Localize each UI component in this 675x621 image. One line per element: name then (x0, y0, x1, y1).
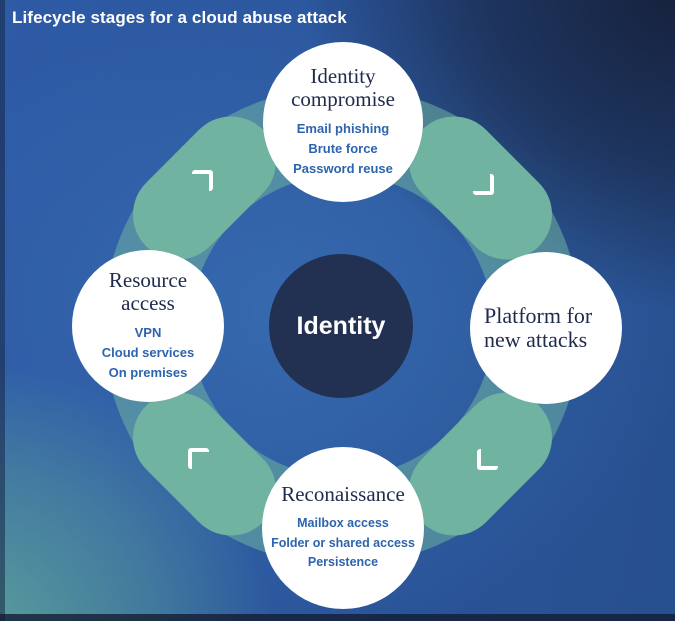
chevron-se-icon (473, 174, 494, 195)
stage-items: VPN Cloud services On premises (102, 323, 195, 383)
stage-item: Persistence (307, 555, 379, 570)
slide-edge-left (0, 0, 5, 621)
stage-title: Reconaissance (281, 482, 405, 507)
stage-title: Identity compromise (291, 63, 395, 111)
stage-circle-resource-access: Resource access VPN Cloud services On pr… (72, 250, 224, 402)
stage-item: On premises (108, 365, 188, 381)
stage-item: Mailbox access (297, 516, 389, 531)
stage-item: Password reuse (293, 161, 393, 177)
stage-item: VPN (134, 324, 162, 340)
stage-circle-identity-compromise: Identity compromise Email phishing Brute… (263, 42, 423, 202)
stage-items: Mailbox access Folder or shared access P… (271, 514, 415, 572)
stage-item: Email phishing (296, 120, 390, 136)
chevron-ne-icon (192, 170, 213, 191)
chevron-nw-icon (188, 448, 209, 469)
slide-edge-bottom (0, 614, 675, 621)
chevron-sw-icon (477, 449, 498, 470)
stage-item: Folder or shared access (271, 535, 415, 550)
stage-title: Resource access (108, 267, 188, 315)
center-label: Identity (296, 311, 386, 340)
page-title: Lifecycle stages for a cloud abuse attac… (12, 8, 347, 27)
stage-item: Brute force (308, 141, 378, 157)
stage-item: Cloud services (101, 345, 195, 361)
center-circle-identity: Identity (269, 254, 413, 398)
stage-items: Email phishing Brute force Password reus… (293, 119, 393, 179)
stage-circle-reconaissance: Reconaissance Mailbox access Folder or s… (262, 447, 424, 609)
stage-title: Platform for new attacks (484, 302, 593, 352)
stage-circle-platform-for-new-attacks: Platform for new attacks (470, 252, 622, 404)
